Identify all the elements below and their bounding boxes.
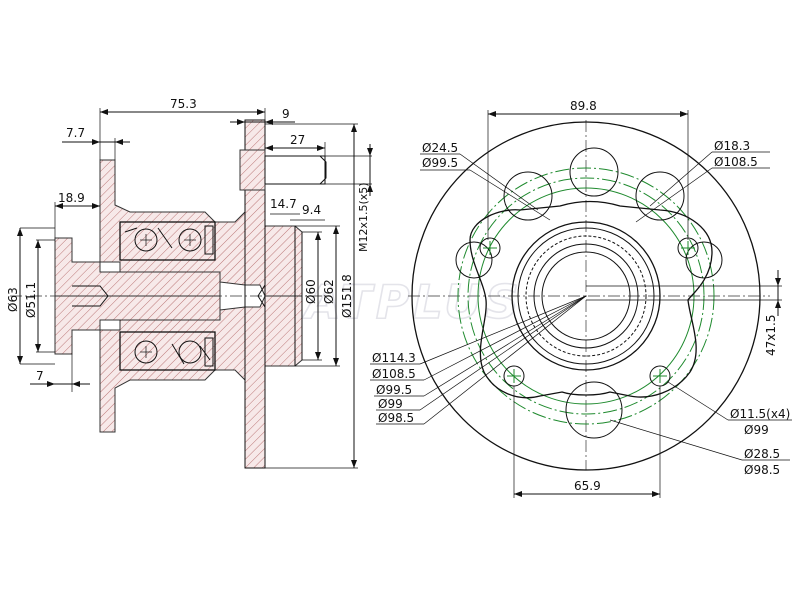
hub-face (294, 226, 303, 366)
dim-d99: Ø99 (378, 397, 403, 411)
pcd-circle-mid (467, 177, 705, 415)
bearing-ball-upper-left (134, 228, 158, 252)
hub-ring-center (541, 251, 631, 341)
dim-d18-3: Ø18.3 (714, 139, 750, 153)
bearing-race-upper (119, 221, 216, 261)
inner-shaft-lower (54, 295, 221, 355)
dim-thread: M12x1.5(x5) (357, 182, 370, 252)
wheel-stud (264, 155, 326, 185)
shaft-bore (72, 285, 109, 307)
outer-hole-6 (565, 381, 623, 439)
dim-9-4: 9.4 (302, 203, 321, 217)
dim-75-3: 75.3 (170, 97, 197, 111)
bearing-race-lower (119, 331, 216, 371)
dim-d99-5-top: Ø99.5 (422, 156, 458, 170)
dim-d99-r: Ø99 (744, 423, 769, 437)
dim-18-9: 18.9 (58, 191, 85, 205)
dim-9: 9 (282, 107, 290, 121)
dim-d98-5-r: Ø98.5 (744, 463, 780, 477)
dim-47x1-5: 47x1.5 (764, 315, 778, 356)
outer-hole-4 (455, 241, 493, 279)
pcd-circle-large (457, 167, 715, 425)
dim-d28-5: Ø28.5 (744, 447, 780, 461)
pcd-circle-small (477, 187, 695, 405)
dim-d114-3: Ø114.3 (372, 351, 416, 365)
dim-d51-1: Ø51.1 (24, 282, 38, 318)
dim-7-7: 7.7 (66, 126, 85, 140)
dim-d11-5: Ø11.5(x4) (730, 407, 790, 421)
dim-14-7: 14.7 (270, 197, 297, 211)
outer-disc (411, 121, 761, 471)
flange-profile (469, 200, 713, 399)
dim-d60: Ø60 (304, 279, 318, 304)
stud-hole-1 (479, 237, 501, 259)
dim-27: 27 (290, 133, 305, 147)
bearing-ball-lower-right (178, 340, 202, 364)
hub-ring-outer (511, 221, 661, 371)
dim-d108-5: Ø108.5 (372, 367, 416, 381)
flange-outline (244, 119, 266, 469)
abs-tone-ring (525, 235, 647, 357)
dim-d99-5: Ø99.5 (376, 383, 412, 397)
dim-7: 7 (36, 369, 44, 383)
dim-89-8: 89.8 (570, 99, 597, 113)
outer-hole-3 (635, 171, 685, 221)
outer-hole-1 (503, 171, 553, 221)
dim-65-9: 65.9 (574, 479, 601, 493)
outer-hole-5 (685, 241, 723, 279)
dim-d151-8: Ø151.8 (340, 274, 354, 318)
outer-hole-2 (569, 147, 619, 197)
dim-d98-5: Ø98.5 (378, 411, 414, 425)
bearing-ball-upper-right (178, 228, 202, 252)
hub-body-lower (99, 295, 303, 469)
hub-ring-inner (533, 243, 639, 349)
dim-d24-5: Ø24.5 (422, 141, 458, 155)
dim-d108-5-top: Ø108.5 (714, 155, 758, 169)
side-section-view: 75.3 9 7.7 27 18.9 14.7 9.4 (6, 97, 373, 469)
watermark: SATPLUS (268, 275, 523, 329)
wheel-stud-head (239, 149, 266, 191)
dim-d62: Ø62 (322, 279, 336, 304)
hub-ring-2 (517, 227, 655, 365)
dim-d63: Ø63 (6, 287, 20, 312)
front-view: 89.8 Ø24.5 Ø99.5 Ø18.3 Ø108.5 47x1.5 Ø11… (370, 99, 792, 498)
bearing-ball-lower-left (134, 340, 158, 364)
